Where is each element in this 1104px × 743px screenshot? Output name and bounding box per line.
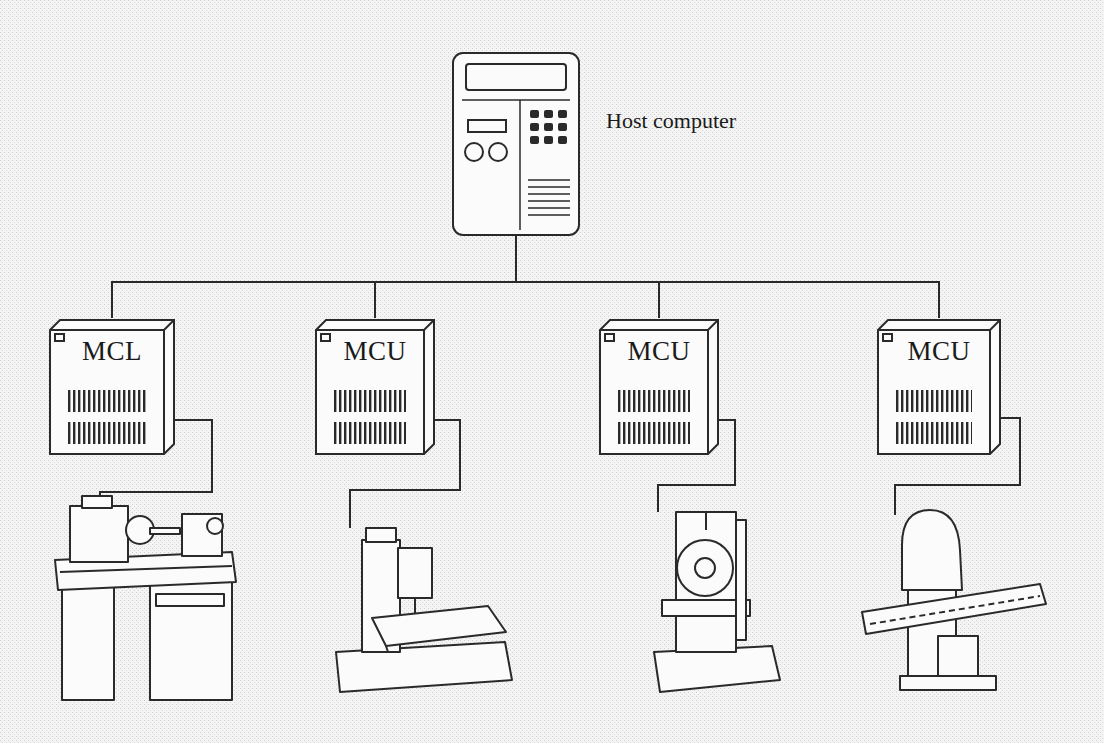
power-lamp — [321, 334, 330, 341]
machine-control-unit: MCL — [48, 318, 176, 456]
lathe-part — [182, 514, 222, 556]
planing-machine-part — [902, 510, 962, 590]
planing-machine-part — [938, 636, 978, 676]
network-line — [516, 236, 939, 318]
network-line — [375, 236, 516, 318]
vertical-mill-part — [366, 528, 396, 542]
grinding-machine-part — [677, 540, 733, 596]
keypad-key — [544, 123, 553, 131]
lathe-part — [207, 518, 223, 534]
lathe — [55, 496, 236, 700]
lathe-part — [70, 506, 128, 562]
planing-machine-part — [900, 676, 996, 690]
keypad-key — [558, 123, 567, 131]
vertical-mill-part — [372, 606, 506, 646]
vent-slot — [528, 186, 570, 188]
keypad-key — [544, 136, 553, 144]
unit-label: MCU — [314, 318, 436, 367]
grinding-machine-part — [705, 512, 707, 530]
panel-line — [462, 99, 570, 101]
planing-machine-part — [862, 584, 1046, 634]
keypad-key — [558, 136, 567, 144]
keypad-key — [530, 110, 539, 118]
power-lamp — [883, 334, 892, 341]
display-window — [466, 64, 566, 90]
cabinet-edge — [990, 320, 1000, 330]
unit-label: MCU — [876, 318, 1002, 367]
power-lamp — [605, 334, 614, 341]
lathe-part — [156, 594, 224, 606]
lathe-part — [60, 566, 232, 572]
lathe-part — [62, 582, 114, 700]
lathe-part — [150, 582, 232, 700]
power-lamp — [55, 334, 64, 341]
vertical-mill-part — [414, 598, 416, 614]
vent-slot — [528, 214, 570, 216]
vent-grille — [894, 422, 972, 444]
vent-grille — [332, 422, 406, 444]
host-computer: Host computer — [452, 52, 580, 236]
vent-grille — [66, 422, 146, 444]
keypad-key — [558, 110, 567, 118]
keypad-key — [530, 123, 539, 131]
panel-line — [519, 100, 521, 230]
lathe-part — [150, 528, 180, 534]
grinding-machine-part — [695, 558, 715, 578]
keypad-key — [544, 110, 553, 118]
grinding-machine — [654, 512, 780, 692]
cabinet-edge — [708, 320, 718, 330]
vent-grille — [616, 390, 690, 412]
vertical-mill-part — [398, 548, 432, 598]
cabinet-edge — [424, 320, 434, 330]
vent-slot — [528, 200, 570, 202]
vertical-mill-part — [386, 646, 388, 652]
control-cables-part — [895, 418, 1020, 515]
computer-case — [453, 53, 579, 235]
unit-label: MCU — [598, 318, 720, 367]
vent-slot — [528, 207, 570, 209]
network-line — [112, 236, 516, 318]
cabinet-edge — [164, 320, 174, 330]
machine-control-unit: MCU — [598, 318, 720, 456]
computer-outline — [452, 52, 580, 236]
vent-grille — [616, 422, 690, 444]
vent-grille — [894, 390, 972, 412]
tape-reel — [489, 143, 507, 161]
vent-grille — [332, 390, 406, 412]
unit-label: MCL — [48, 318, 176, 367]
network-line — [516, 236, 659, 318]
host-label: Host computer — [606, 108, 736, 134]
grinding-machine-part — [736, 520, 746, 640]
lathe-part — [82, 496, 112, 508]
grinding-machine-part — [676, 512, 736, 652]
machine-control-unit: MCU — [314, 318, 436, 456]
tape-reel — [465, 143, 483, 161]
planing-machine-part — [870, 596, 1040, 624]
vent-grille — [66, 390, 146, 412]
planing-machine — [862, 510, 1046, 690]
vent-slot — [528, 193, 570, 195]
keypad-key — [530, 136, 539, 144]
machine-control-unit: MCU — [876, 318, 1002, 456]
vent-slot — [528, 179, 570, 181]
small-display — [468, 120, 506, 132]
vertical-mill — [336, 528, 512, 692]
